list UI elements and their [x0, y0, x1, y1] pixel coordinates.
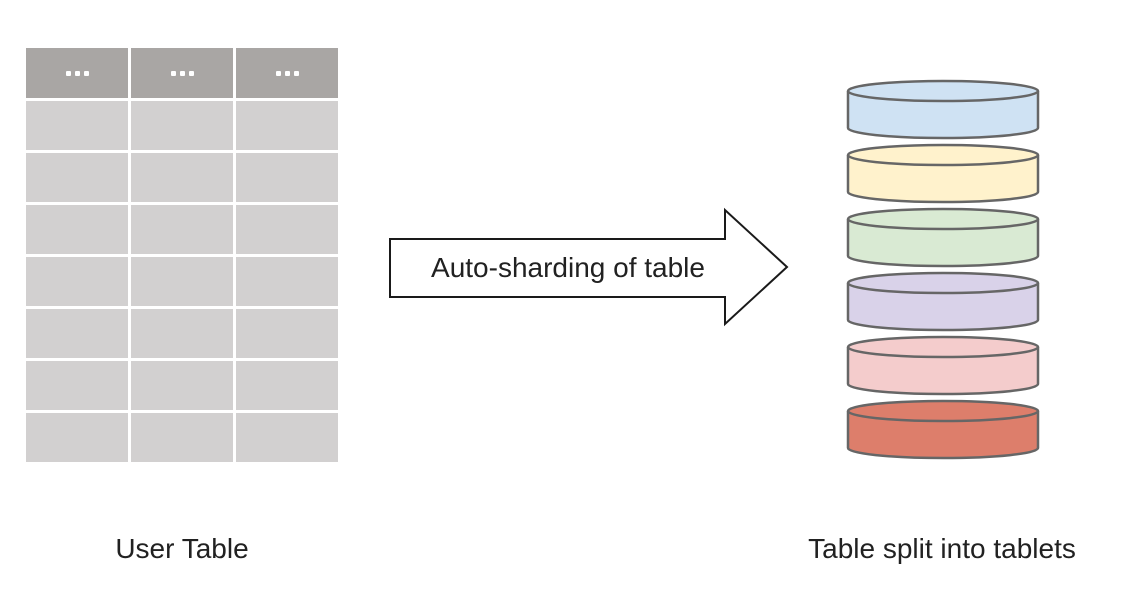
ellipsis-dot — [170, 70, 176, 76]
ellipsis-dot — [74, 70, 80, 76]
auto-sharding-arrow: Auto-sharding of table — [389, 207, 789, 327]
user-table-cell — [26, 361, 128, 410]
user-table-cell — [26, 101, 128, 150]
tablet-6-cylinder-icon — [846, 399, 1040, 460]
tablet-4-cylinder-icon — [846, 271, 1040, 332]
user-table-header-cell — [26, 48, 128, 98]
ellipsis-dot — [293, 70, 299, 76]
ellipsis-icon — [65, 70, 89, 76]
ellipsis-icon — [170, 70, 194, 76]
user-table-cell — [26, 413, 128, 462]
arrow-shape — [389, 207, 789, 327]
user-table — [26, 48, 338, 462]
user-table-cell — [26, 205, 128, 254]
tablet-5-cylinder-icon — [846, 335, 1040, 396]
user-table-cell — [131, 361, 233, 410]
tablet-stack — [845, 78, 1041, 462]
user-table-cell — [131, 205, 233, 254]
user-table-header-cell — [236, 48, 338, 98]
ellipsis-icon — [275, 70, 299, 76]
user-table-cell — [26, 309, 128, 358]
ellipsis-dot — [65, 70, 71, 76]
ellipsis-dot — [275, 70, 281, 76]
tablets-label: Table split into tablets — [808, 533, 1076, 564]
user-table-cell — [236, 101, 338, 150]
user-table-cell — [236, 257, 338, 306]
user-table-cell — [26, 257, 128, 306]
tablet-3-cylinder-icon — [846, 207, 1040, 268]
user-table-cell — [26, 153, 128, 202]
tablet-2-cylinder-icon — [846, 143, 1040, 204]
user-table-cell — [236, 413, 338, 462]
user-table-cell — [236, 153, 338, 202]
user-table-cell — [236, 205, 338, 254]
user-table-cell — [131, 257, 233, 306]
user-table-header-cell — [131, 48, 233, 98]
user-table-cell — [131, 309, 233, 358]
user-table-label: User Table — [115, 533, 249, 564]
ellipsis-dot — [179, 70, 185, 76]
ellipsis-dot — [188, 70, 194, 76]
user-table-cell — [236, 361, 338, 410]
user-table-cell — [131, 101, 233, 150]
user-table-cell — [131, 413, 233, 462]
user-table-cell — [236, 309, 338, 358]
ellipsis-dot — [284, 70, 290, 76]
arrow-label: Auto-sharding of table — [431, 252, 705, 283]
ellipsis-dot — [83, 70, 89, 76]
tablet-1-cylinder-icon — [846, 79, 1040, 140]
user-table-cell — [131, 153, 233, 202]
